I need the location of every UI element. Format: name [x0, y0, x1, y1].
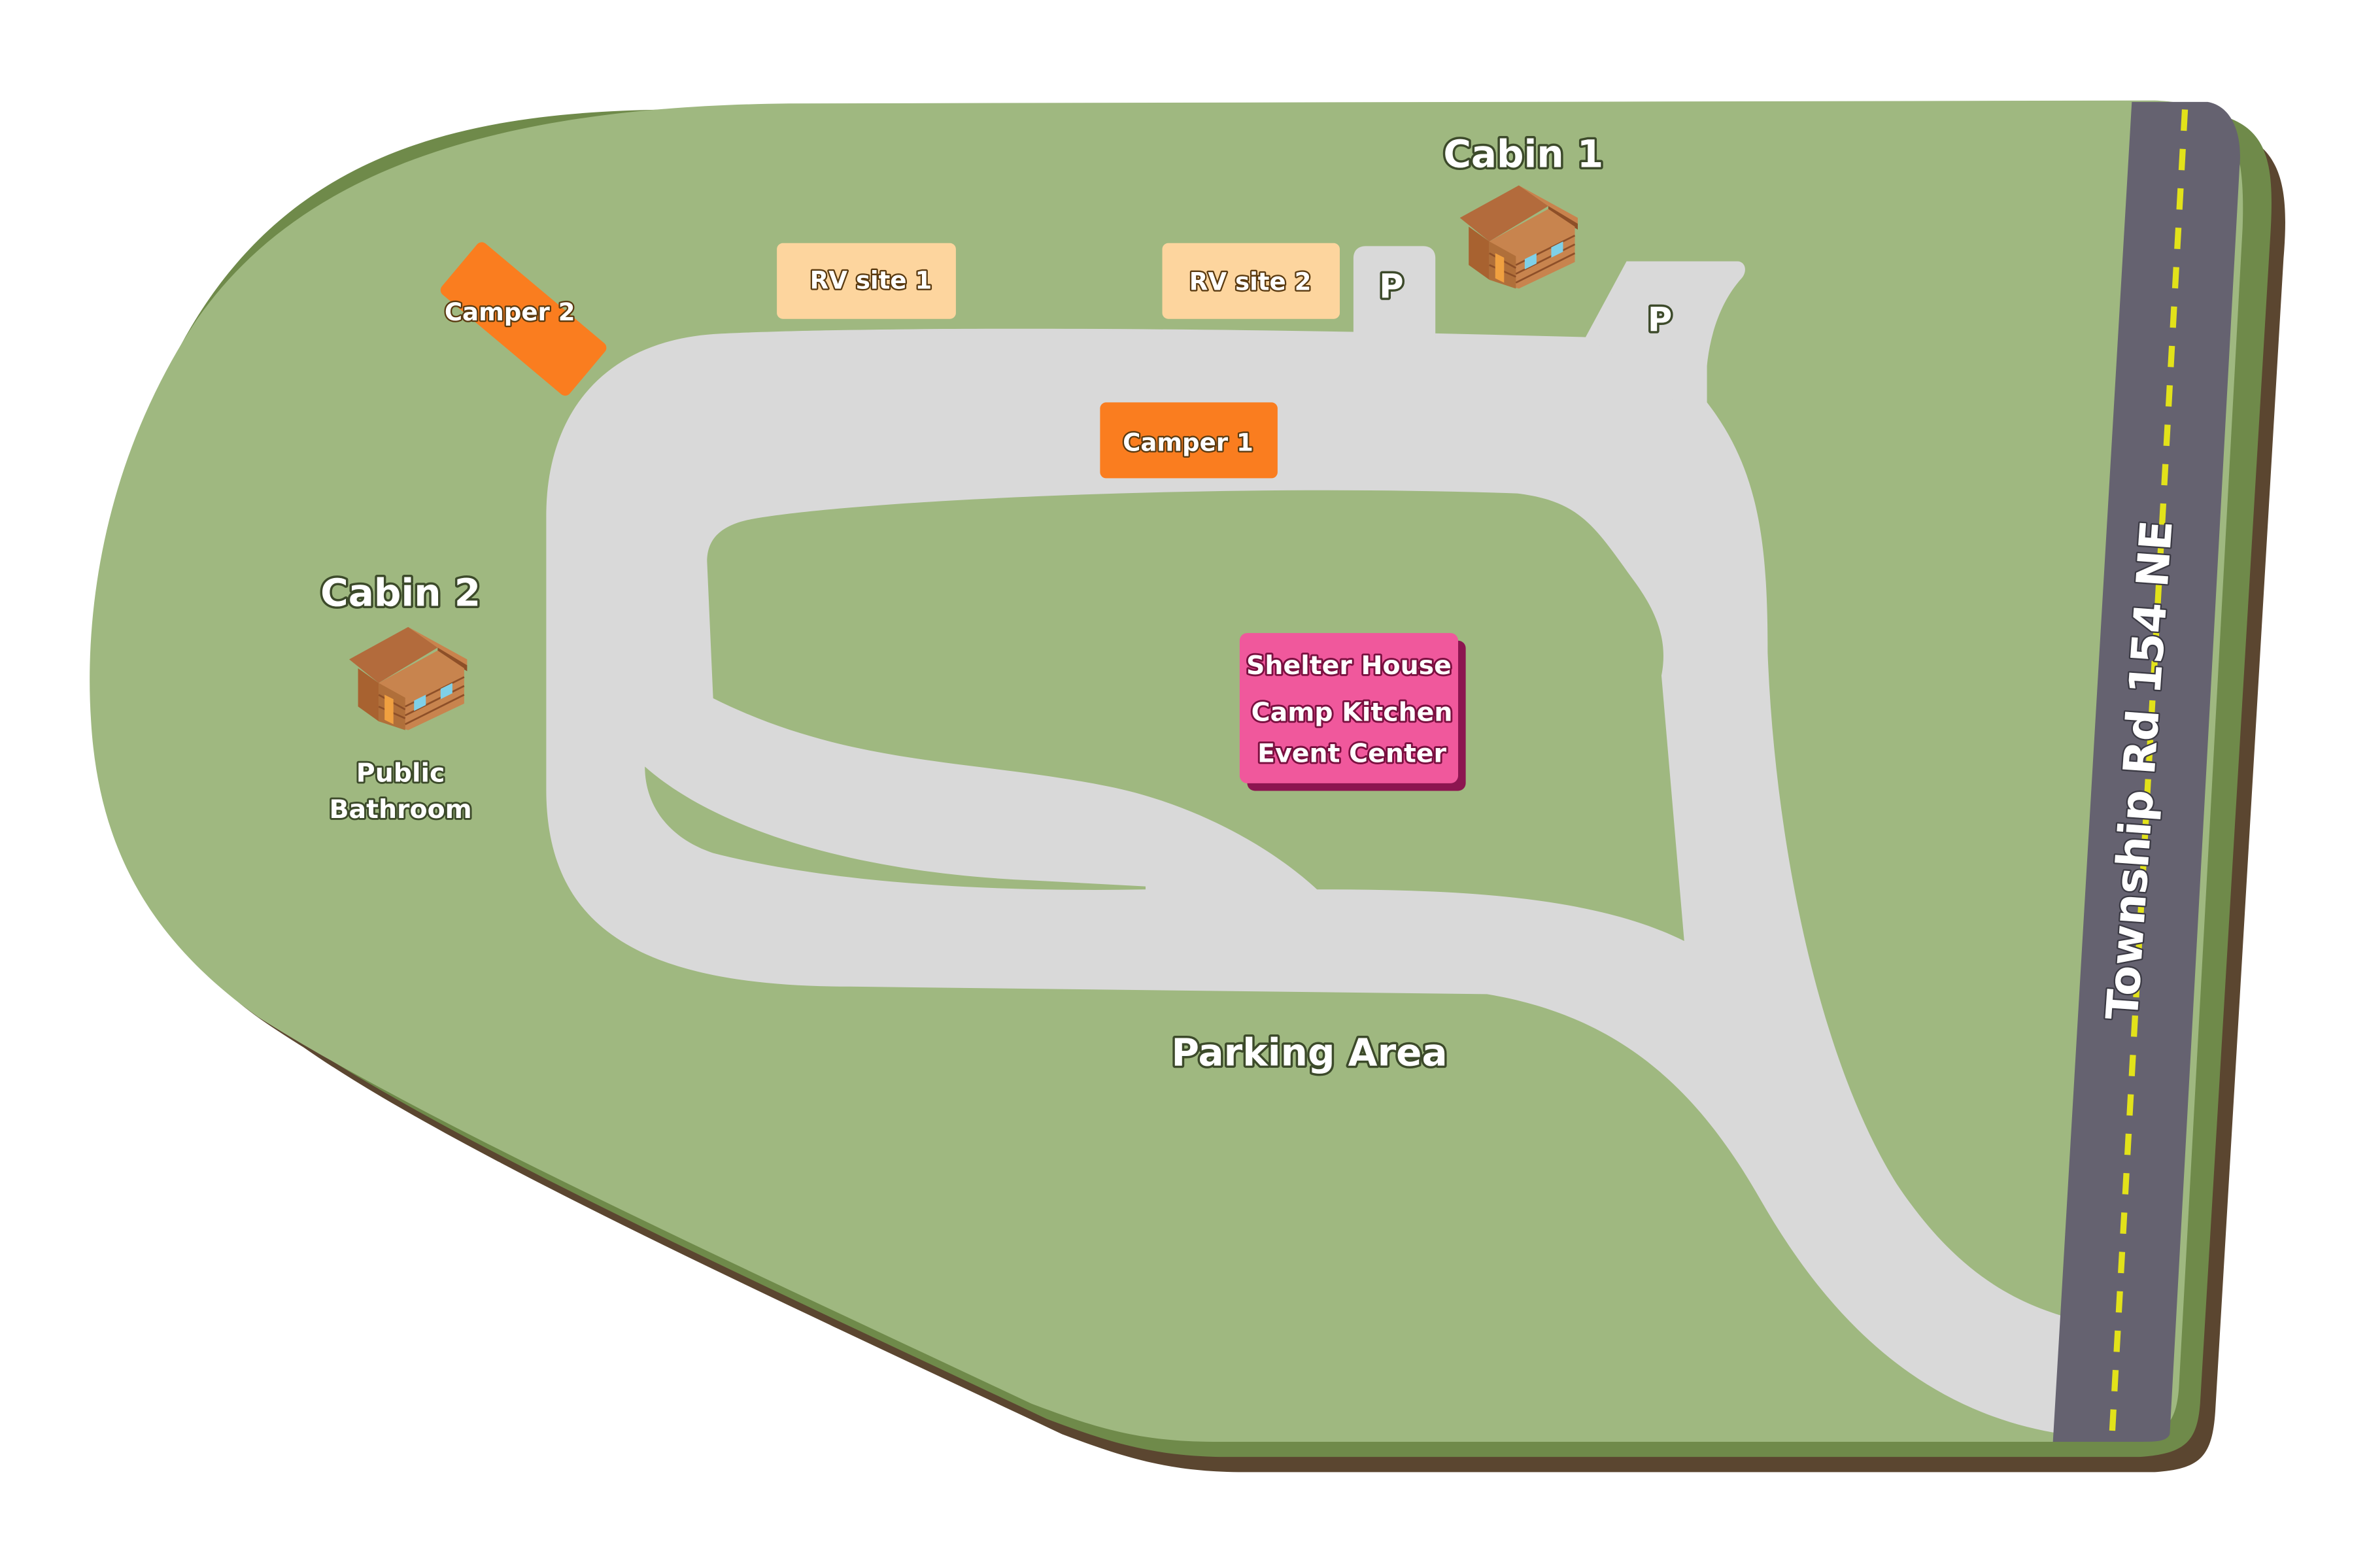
inner-grass-lobe — [645, 766, 1146, 890]
rv-site-2-label: RV site 2 — [1189, 268, 1312, 296]
parking-marker-2: P — [1648, 301, 1672, 339]
parking-area-label: Parking Area — [1172, 1030, 1448, 1074]
township-road — [2052, 101, 2240, 1442]
rv-site-2[interactable] — [1162, 243, 1340, 319]
rv-site-1-label: RV site 1 — [810, 266, 932, 294]
camp-kitchen-label: Camp Kitchen — [1252, 698, 1453, 728]
public-bathroom-label-line2: Bathroom — [329, 794, 471, 825]
cabin-1-label: Cabin 1 — [1443, 132, 1603, 177]
camper-2-label: Camper 2 — [445, 298, 575, 326]
parking-spur-1 — [1353, 246, 1436, 341]
rv-site-1[interactable] — [777, 243, 956, 319]
parking-marker-1: P — [1379, 267, 1403, 306]
camper-1-site[interactable] — [1100, 402, 1278, 479]
cabin-2-label: Cabin 2 — [320, 570, 481, 615]
inner-grass-island — [707, 490, 1684, 942]
road-center-line — [2109, 109, 2188, 1435]
public-bathroom-label-line1: Public — [356, 758, 445, 789]
event-center-label: Event Center — [1257, 738, 1446, 768]
parking-spur-2 — [1585, 261, 1745, 410]
camper-1-label: Camper 1 — [1123, 429, 1253, 457]
shelter-house-block[interactable] — [1239, 633, 1466, 791]
camper-2-site[interactable] — [438, 240, 609, 398]
shelter-house-label: Shelter House — [1246, 651, 1452, 681]
